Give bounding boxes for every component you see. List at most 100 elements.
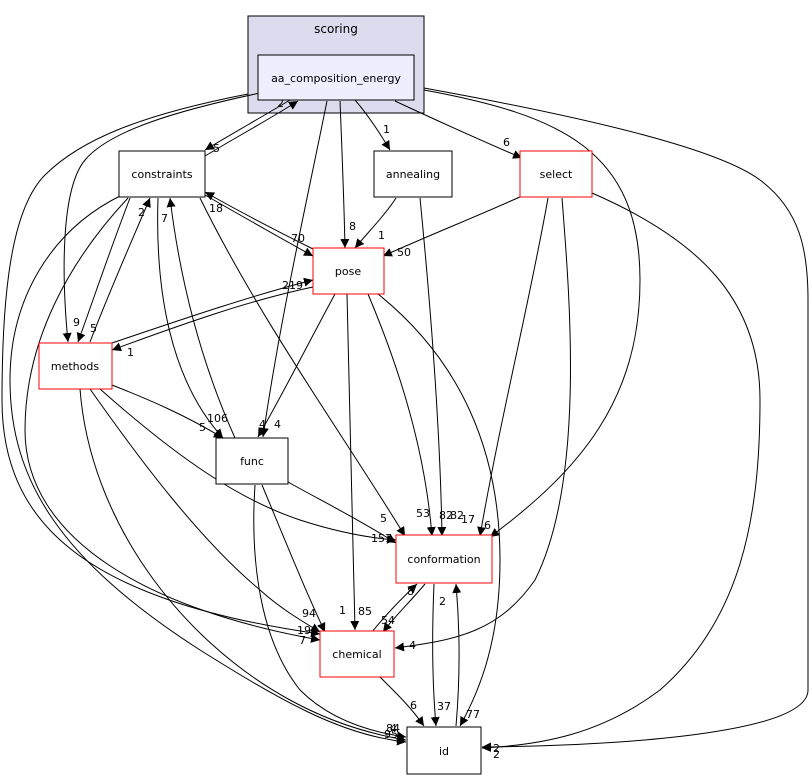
edge-select-conformation: [477, 197, 549, 537]
node-aa-composition-energy[interactable]: aa_composition_energy: [257, 54, 415, 101]
edge-label: 82: [450, 509, 464, 522]
edge-label: 4: [259, 418, 266, 431]
edge-aa-id: [423, 87, 809, 752]
node-methods-box: [38, 342, 113, 390]
edge-annealing-pose: [354, 197, 397, 249]
edge-func-conformation: [287, 481, 397, 544]
edge-func-id: [253, 484, 407, 741]
cluster-scoring-label: scoring: [314, 22, 358, 36]
edge-select-pose: [382, 195, 523, 257]
edge-pose-chemical: [346, 293, 360, 631]
edge-label: 106: [207, 412, 228, 425]
edge-methods-constraints: [89, 197, 151, 343]
node-methods-label: methods: [51, 360, 99, 373]
edge-constraints-id: [9, 194, 407, 746]
edge-label: 37: [437, 700, 451, 713]
node-select-box: [519, 150, 593, 198]
edge-id-conformation: [452, 583, 462, 727]
edge-aa-annealing: [354, 99, 391, 151]
node-aa-composition-energy-box: [257, 54, 415, 101]
node-constraints[interactable]: constraints: [118, 150, 206, 198]
edge-label: 5: [90, 322, 97, 335]
edge-label: 50: [397, 246, 411, 259]
edge-label: 4: [390, 722, 397, 735]
node-annealing-label: annealing: [386, 168, 440, 181]
node-annealing-box: [373, 150, 453, 198]
edge-label: 95: [384, 728, 398, 741]
edge-chemical-id: [379, 676, 425, 727]
edge-methods-conformation: [99, 388, 397, 544]
edge-label: 70: [291, 232, 305, 245]
edge-label: 6: [484, 519, 491, 532]
edge-constraints-chemical: [24, 197, 321, 643]
edge-pose-id: [377, 293, 501, 727]
edge-select-id: [481, 192, 761, 753]
edge-label: 5: [380, 512, 387, 525]
edge-label: 1: [339, 604, 346, 617]
edge-annealing-conformation: [419, 197, 447, 537]
node-id[interactable]: id: [406, 726, 482, 775]
edge-aa-select: [394, 100, 523, 159]
edge-label: 77: [466, 708, 480, 721]
edge-aa-constraints: [204, 99, 291, 151]
edge-label: 2: [493, 742, 500, 755]
edge-label: 4: [274, 418, 281, 431]
node-func[interactable]: func: [215, 437, 289, 485]
edge-label: 85: [358, 605, 372, 618]
edge-methods-id: [79, 388, 407, 743]
edge-methods-chemical: [89, 388, 321, 633]
edge-label: 2: [439, 595, 446, 608]
edge-label: 1: [383, 123, 390, 136]
edge-label: 219: [282, 279, 303, 292]
edge-methods-func: [111, 384, 224, 439]
edge-pose-func: [257, 293, 336, 438]
edge-constraints-func: [157, 197, 224, 439]
edge-conformation-id: [430, 583, 440, 727]
edge-label: 4: [409, 639, 416, 652]
edge-label: 5: [199, 421, 206, 434]
node-select[interactable]: select: [519, 150, 593, 198]
node-pose-label: pose: [335, 265, 361, 278]
edge-select-chemical: [394, 197, 571, 652]
node-id-label: id: [439, 745, 449, 758]
edge-label: 2: [493, 748, 500, 761]
edge-label: 2: [277, 97, 284, 110]
edge-aa-methods: [62, 92, 261, 343]
edge-constraints-aa: [204, 100, 299, 157]
edge-label: 17: [461, 513, 475, 526]
edge-aa-func: [259, 100, 328, 438]
edge-label: 157: [371, 532, 392, 545]
edge-label: 82: [439, 509, 453, 522]
edge-pose-conformation: [367, 293, 436, 537]
edge-constraints-methods: [76, 197, 131, 343]
node-func-label: func: [240, 455, 264, 468]
edge-methods-pose: [111, 277, 314, 344]
edge-label: 19: [297, 624, 311, 637]
edge-pose-methods: [111, 286, 314, 352]
node-constraints-box: [118, 150, 206, 198]
edge-label: 7: [299, 634, 306, 647]
node-chemical-box: [319, 630, 395, 678]
edge-label: 8: [349, 220, 356, 233]
node-chemical[interactable]: chemical: [319, 630, 395, 678]
edge-label: 6: [410, 699, 417, 712]
edge-label: 7: [161, 212, 168, 225]
edge-label: 8: [407, 585, 414, 598]
edge-label: 84: [386, 722, 400, 735]
edge-label: 1: [127, 346, 134, 359]
node-chemical-label: chemical: [332, 648, 381, 661]
node-pose-box: [312, 247, 385, 295]
edge-label: 53: [416, 507, 430, 520]
edge-label: 94: [302, 607, 316, 620]
edge-label: 6: [503, 136, 510, 149]
edge-conformation-chemical: [382, 583, 426, 633]
node-conformation-box: [395, 534, 493, 584]
node-annealing[interactable]: annealing: [373, 150, 453, 198]
node-methods[interactable]: methods: [38, 342, 113, 390]
edges: [1, 87, 809, 753]
edge-aa-conformation: [423, 89, 641, 538]
node-conformation[interactable]: conformation: [395, 534, 493, 584]
node-pose[interactable]: pose: [312, 247, 385, 295]
edge-pose-constraints: [204, 191, 314, 250]
